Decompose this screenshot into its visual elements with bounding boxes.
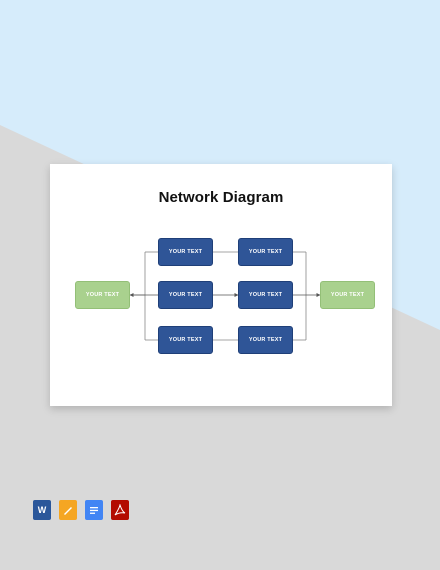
pen-glyph [64,507,72,515]
connector-lines [129,251,321,341]
node-row2-right: YOUR TEXT [238,281,293,309]
word-icon-glyph: W [37,505,47,515]
node-label: YOUR TEXT [168,337,203,343]
node-label: YOUR TEXT [168,292,203,298]
target-node-label: YOUR TEXT [330,292,365,298]
node-row3-right: YOUR TEXT [238,326,293,354]
google-docs-icon[interactable] [85,500,103,520]
node-label: YOUR TEXT [248,249,283,255]
node-row1-right: YOUR TEXT [238,238,293,266]
source-node: YOUR TEXT [75,281,130,309]
document-card: Network Diagram YOUR TEXT YOUR TEXT [50,164,392,406]
source-node-label: YOUR TEXT [85,292,120,298]
acrobat-glyph [114,504,126,516]
node-row3-left: YOUR TEXT [158,326,213,354]
pages-icon[interactable] [59,500,77,520]
doc-lines-glyph [90,507,98,514]
node-row2-left: YOUR TEXT [158,281,213,309]
node-label: YOUR TEXT [248,337,283,343]
node-label: YOUR TEXT [168,249,203,255]
pdf-icon[interactable] [111,500,129,520]
word-icon[interactable]: W [33,500,51,520]
target-node: YOUR TEXT [320,281,375,309]
node-row1-left: YOUR TEXT [158,238,213,266]
diagram-title: Network Diagram [158,189,284,206]
node-label: YOUR TEXT [248,292,283,298]
